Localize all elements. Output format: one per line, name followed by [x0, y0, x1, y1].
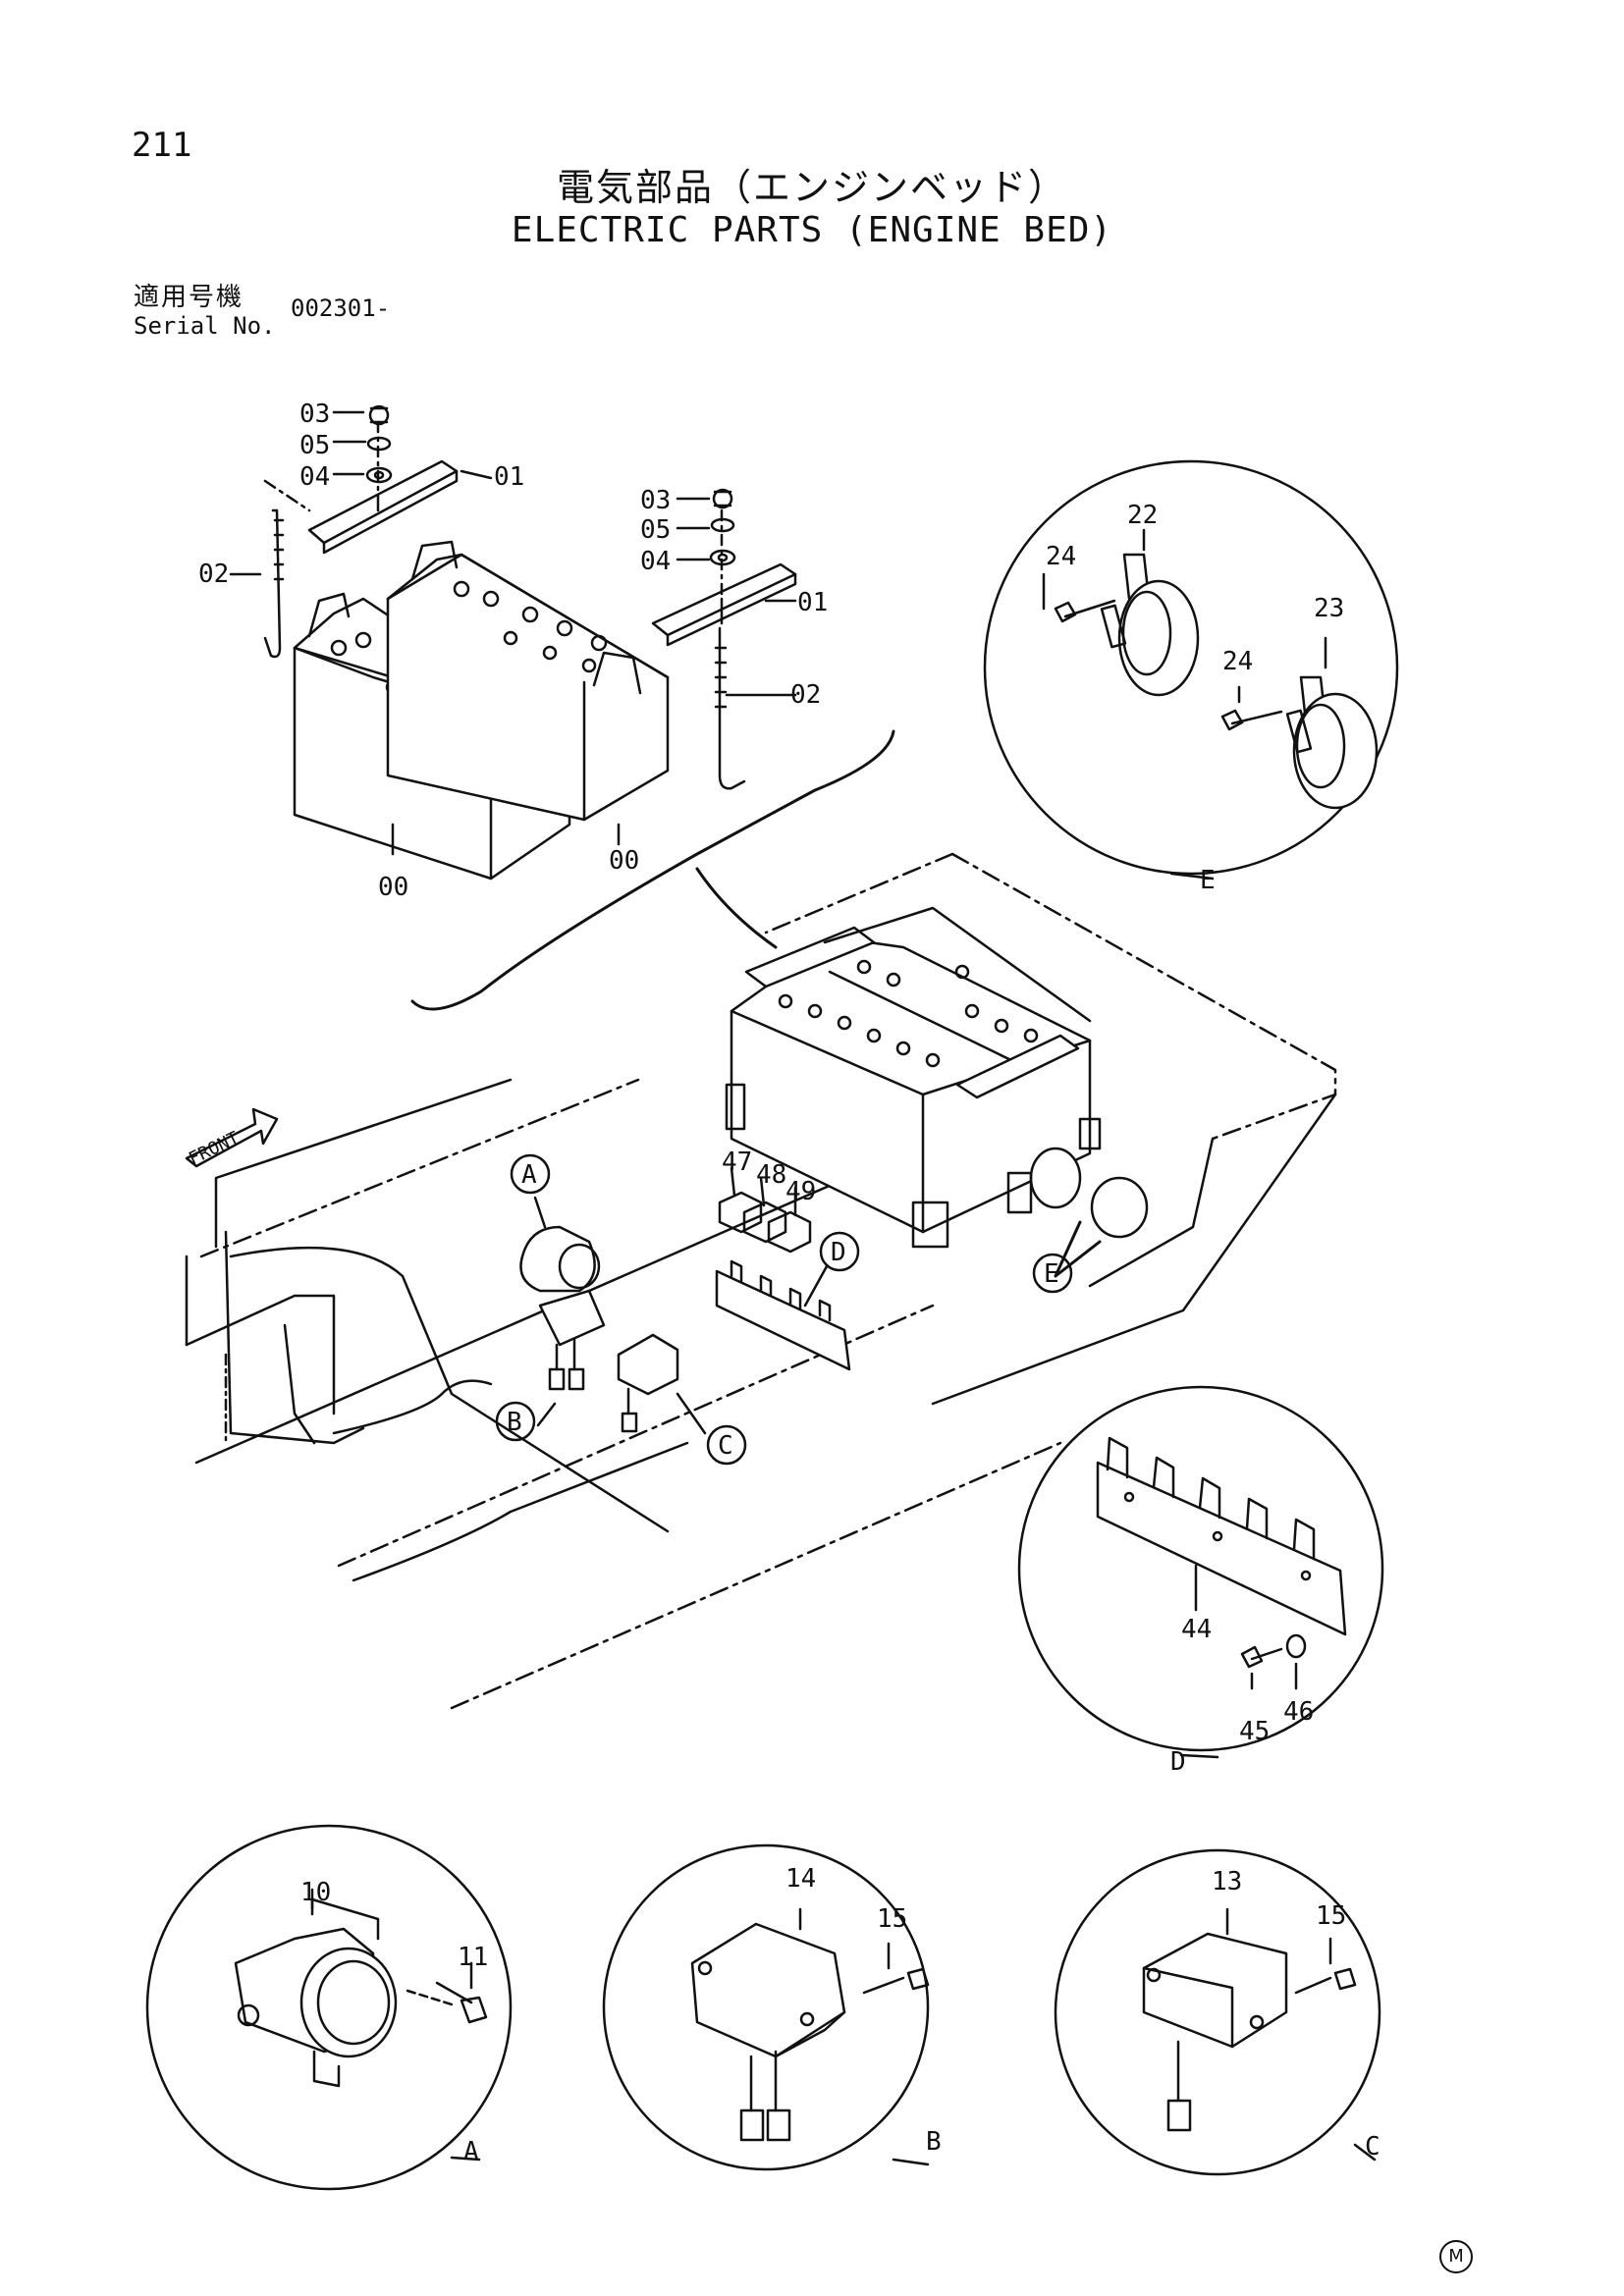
detail-c-component	[1054, 1848, 1381, 2176]
callout-01-right: 01	[797, 588, 828, 617]
callout-46: 46	[1283, 1697, 1314, 1727]
callout-47: 47	[722, 1148, 752, 1177]
callout-04-left: 04	[299, 462, 330, 492]
page-number: 211	[132, 126, 192, 165]
callout-11: 11	[458, 1943, 488, 1972]
detail-label-a: A	[463, 2137, 479, 2166]
callout-01-left: 01	[494, 462, 524, 492]
hold-down-bar-right	[651, 488, 797, 790]
callout-45: 45	[1239, 1717, 1270, 1746]
callout-23: 23	[1314, 594, 1344, 623]
battery-rear	[386, 540, 670, 822]
callout-24-upper: 24	[1046, 542, 1076, 571]
callout-00-rear: 00	[609, 846, 639, 876]
detail-ref-circle-c	[706, 1424, 747, 1466]
front-arrow-label: FRONT	[186, 1128, 243, 1170]
serial-number-value: 002301-	[291, 294, 391, 322]
callout-02-right: 02	[790, 680, 821, 710]
machine-frame	[185, 852, 1337, 1710]
callout-05-left: 05	[299, 431, 330, 460]
detail-ref-e: E	[1044, 1259, 1059, 1289]
callout-15-c: 15	[1316, 1901, 1346, 1931]
detail-ref-d: D	[831, 1238, 846, 1267]
detail-label-b: B	[926, 2127, 942, 2157]
callout-44: 44	[1181, 1615, 1212, 1644]
maker-mark-icon: M	[1439, 2240, 1473, 2273]
callout-05-right: 05	[640, 515, 671, 545]
serial-label-japanese: 適用号機	[134, 283, 244, 312]
detail-ref-b: B	[507, 1408, 522, 1437]
callout-15-b: 15	[877, 1904, 907, 1934]
battery-exploded-group	[229, 404, 895, 1011]
detail-label-c: C	[1365, 2132, 1380, 2162]
detail-ref-c: C	[718, 1431, 733, 1461]
detail-label-d: D	[1170, 1747, 1186, 1777]
callout-10: 10	[300, 1878, 331, 1907]
hold-down-bar-left	[263, 404, 459, 659]
detail-b-relay	[602, 1843, 930, 2171]
detail-a-switch	[145, 1824, 513, 2191]
callout-04-right: 04	[640, 547, 671, 576]
page-title-english: ELECTRIC PARTS (ENGINE BED)	[511, 210, 1113, 250]
detail-label-e: E	[1200, 866, 1216, 895]
callout-03-right: 03	[640, 486, 671, 515]
detail-ref-circle-d	[819, 1231, 860, 1272]
callout-49: 49	[785, 1177, 816, 1206]
detail-d-plate	[1017, 1385, 1384, 1759]
callout-14: 14	[785, 1864, 816, 1894]
callout-00-front: 00	[378, 873, 408, 902]
detail-ref-a: A	[521, 1160, 537, 1190]
callout-22: 22	[1127, 501, 1158, 530]
callout-13: 13	[1212, 1867, 1242, 1896]
serial-label-english: Serial No.	[134, 312, 276, 340]
callout-48: 48	[756, 1160, 786, 1190]
detail-ref-circle-e	[1032, 1253, 1073, 1294]
detail-ref-circle-b	[495, 1401, 536, 1442]
detail-e-horns	[983, 459, 1399, 881]
callout-03-left: 03	[299, 400, 330, 429]
callout-02-left: 02	[198, 560, 229, 589]
callout-24-lower: 24	[1222, 647, 1253, 676]
page-title-japanese: 電気部品（エンジンベッド）	[556, 166, 1067, 209]
detail-ref-circle-a	[510, 1153, 551, 1195]
